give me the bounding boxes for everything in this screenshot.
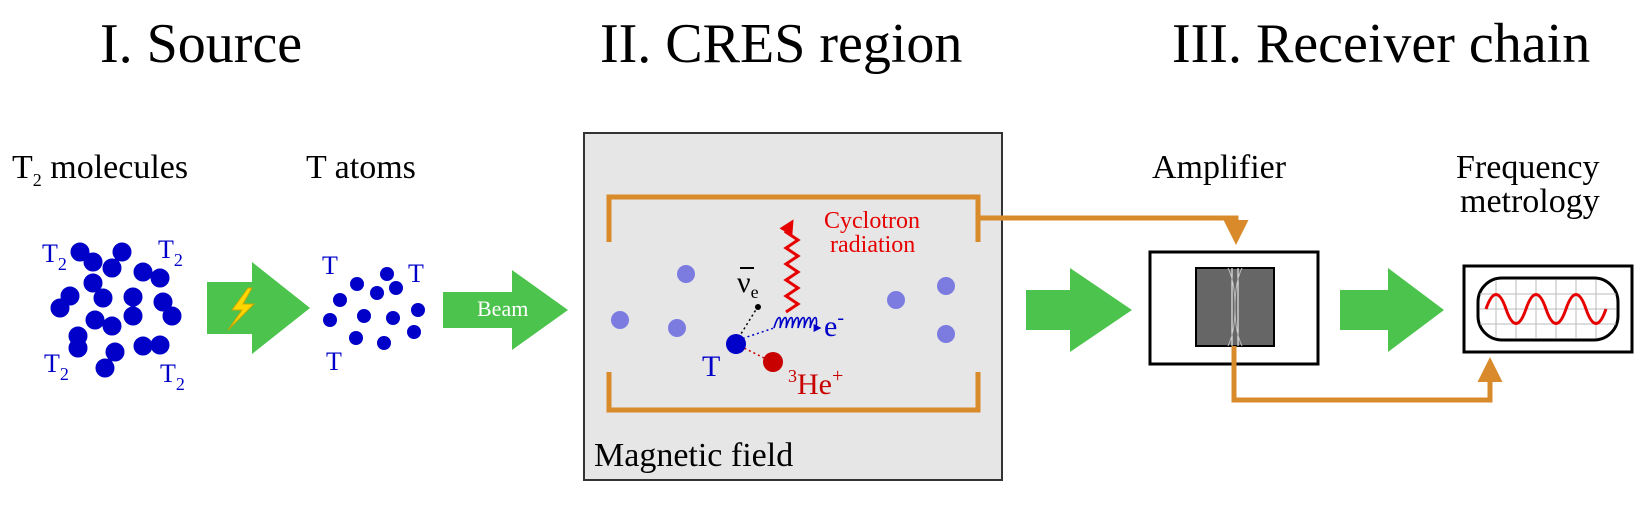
atoms-label: T atoms [306,149,416,186]
cyclotron-radiation-wave [779,219,801,314]
waveguide-bottom-wall [606,372,981,413]
signal-wire-in [978,215,1249,245]
dissociation-arrow [207,262,310,354]
lightning-icon [227,287,256,331]
cyclotron-label-line1: Cyclotron [824,208,920,234]
amplifier-to-metrology-arrow [1340,268,1444,352]
beam-label: Beam [477,296,528,321]
t2-label-bottom-left: T2 [44,349,69,384]
beta-decay: νe e- 3He+ T Cyclotron radiation [702,208,920,401]
t-label-top-left: T [322,251,338,280]
helium-ion [763,352,783,372]
t2-label-top-left: T2 [42,239,67,274]
t2-labels: T2 T2 T2 T2 [42,235,185,394]
neutrino-label: νe [737,266,759,302]
tritium-label: T [702,350,720,383]
signal-wire-out [1231,346,1503,403]
electron-label: e- [824,307,844,343]
t2-molecule-cluster [50,242,182,378]
section-title-source: I. Source [100,13,302,75]
t-label-top-right: T [408,259,424,288]
cres-atoms [611,265,955,343]
magnetic-field-label: Magnetic field [594,437,793,474]
t-atom-cluster [323,267,425,350]
helium-label: 3He+ [788,365,843,401]
amplifier-icon [1148,250,1320,366]
oscilloscope-icon [1462,264,1634,354]
frequency-label-line1: Frequency [1456,149,1600,186]
section-title-cres: II. CRES region [600,13,962,75]
tritium-atom [726,334,746,354]
neutrino-dot [755,304,761,310]
t-label-bottom-left: T [326,347,342,376]
section-title-receiver: III. Receiver chain [1172,13,1590,75]
cyclotron-label-line2: radiation [830,232,915,258]
electron-spiral [773,316,822,332]
beam-arrow: Beam [443,270,568,350]
t2-label-top-right: T2 [158,235,183,270]
amplifier-label: Amplifier [1152,149,1287,186]
frequency-label-line2: metrology [1460,183,1600,220]
molecules-label: T2 molecules [12,149,188,190]
t2-label-bottom-right: T2 [160,359,185,394]
cres-to-receiver-arrow [1026,268,1132,352]
